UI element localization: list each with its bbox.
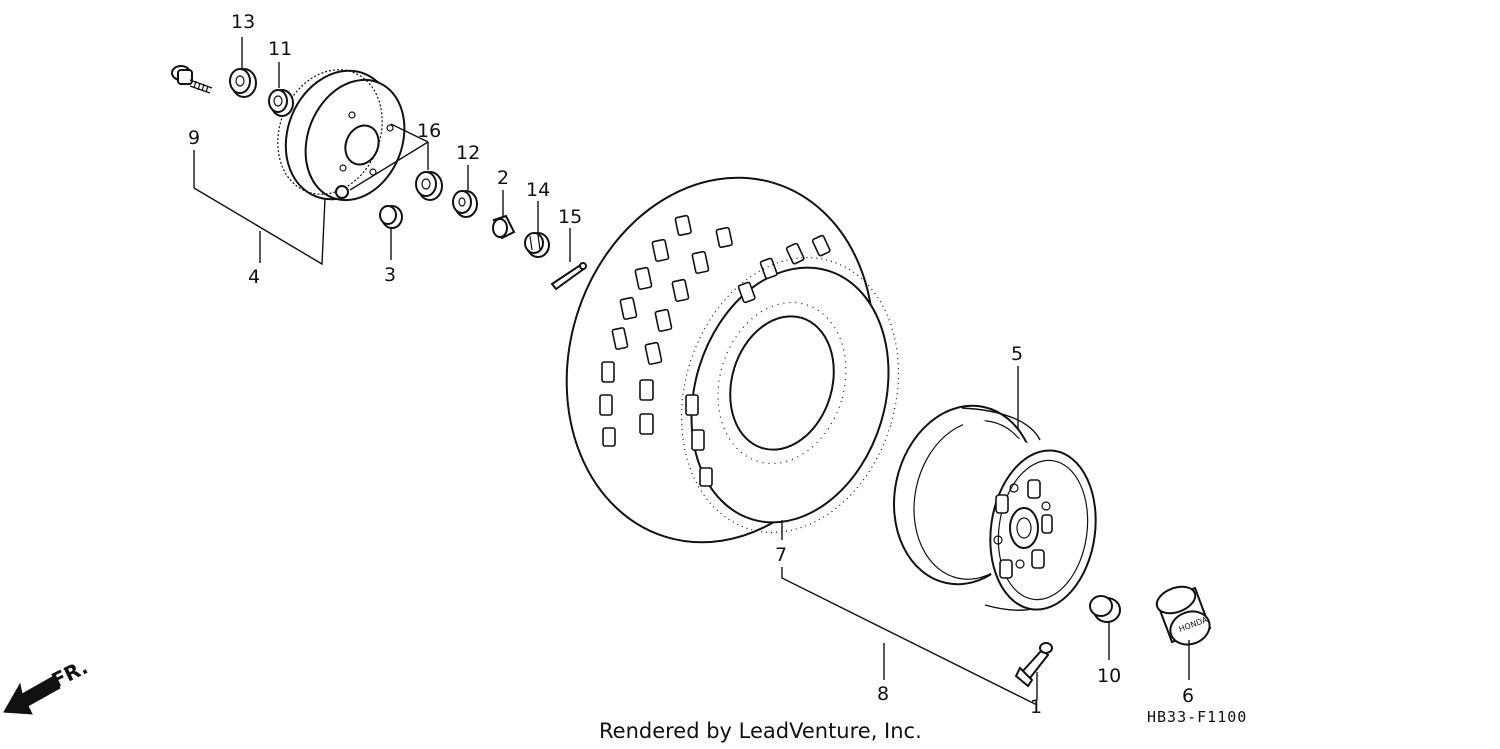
callout-5: 5 [1011,343,1023,365]
hub-drum [277,69,406,202]
leader-lines [193,37,1190,706]
arrow-icon [3,675,61,715]
callout-14: 14 [526,179,550,201]
diagram-code: HB33-F1100 [1147,708,1247,726]
callout-4: 4 [248,266,260,288]
callout-1: 1 [1030,696,1042,718]
wheel-rim [893,404,1097,612]
callout-10: 10 [1097,665,1121,687]
seal-12 [452,190,478,218]
bolt [171,65,213,94]
front-arrow: FR. [3,655,91,715]
cotter-pin-15 [550,262,587,291]
callout-3: 3 [384,264,396,286]
collar-2 [492,214,516,240]
hub-cap: HONDA [1155,585,1212,646]
callout-15: 15 [558,206,582,228]
seal-11 [268,89,294,117]
credit-text: Rendered by LeadVenture, Inc. [599,719,922,743]
bearing-16 [415,171,443,201]
bearing-13 [229,68,257,98]
callout-11: 11 [268,38,292,60]
nut-3 [379,205,403,229]
callout-12: 12 [456,142,480,164]
valve-stem [1014,642,1053,688]
callout-8: 8 [877,683,889,705]
castle-nut-14 [524,232,550,258]
callout-2: 2 [497,167,509,189]
callout-6: 6 [1182,685,1194,707]
callout-7: 7 [775,544,787,566]
nut-10 [1089,595,1121,623]
callout-16: 16 [417,120,441,142]
callouts: 13 11 9 16 12 2 14 15 4 3 5 7 8 10 6 1 [188,11,1194,718]
tire [565,176,900,544]
callout-9: 9 [188,127,200,149]
callout-13: 13 [231,11,255,33]
